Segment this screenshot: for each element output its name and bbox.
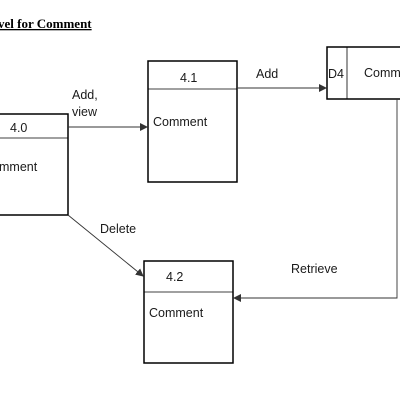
flow-add-label: Add [256, 67, 278, 81]
process-4-2-id: 4.2 [166, 270, 183, 284]
process-4-1: 4.1 Comment [147, 60, 238, 183]
process-4-2: 4.2 Comment [143, 260, 234, 364]
flow-add: Add [237, 67, 327, 92]
flow-add-view-label-1: Add, [72, 88, 98, 102]
flow-add-view: Add, view [68, 88, 148, 131]
process-4-1-id: 4.1 [180, 71, 197, 85]
datastore-d4: D4 Comm [326, 46, 400, 100]
flow-retrieve-label: Retrieve [291, 262, 338, 276]
flow-retrieve: Retrieve [233, 99, 398, 302]
diagram-title: vel for Comment [0, 16, 92, 31]
flow-add-view-label-2: view [72, 105, 98, 119]
process-4-0: 4.0 mment [0, 113, 69, 216]
process-4-1-name: Comment [153, 115, 208, 129]
flow-delete: Delete [67, 214, 144, 277]
process-4-0-name: mment [0, 160, 38, 174]
process-4-2-name: Comment [149, 306, 204, 320]
datastore-d4-id: D4 [328, 67, 344, 81]
datastore-d4-name: Comm [364, 66, 400, 80]
process-4-0-id: 4.0 [10, 121, 27, 135]
flow-delete-label: Delete [100, 222, 136, 236]
